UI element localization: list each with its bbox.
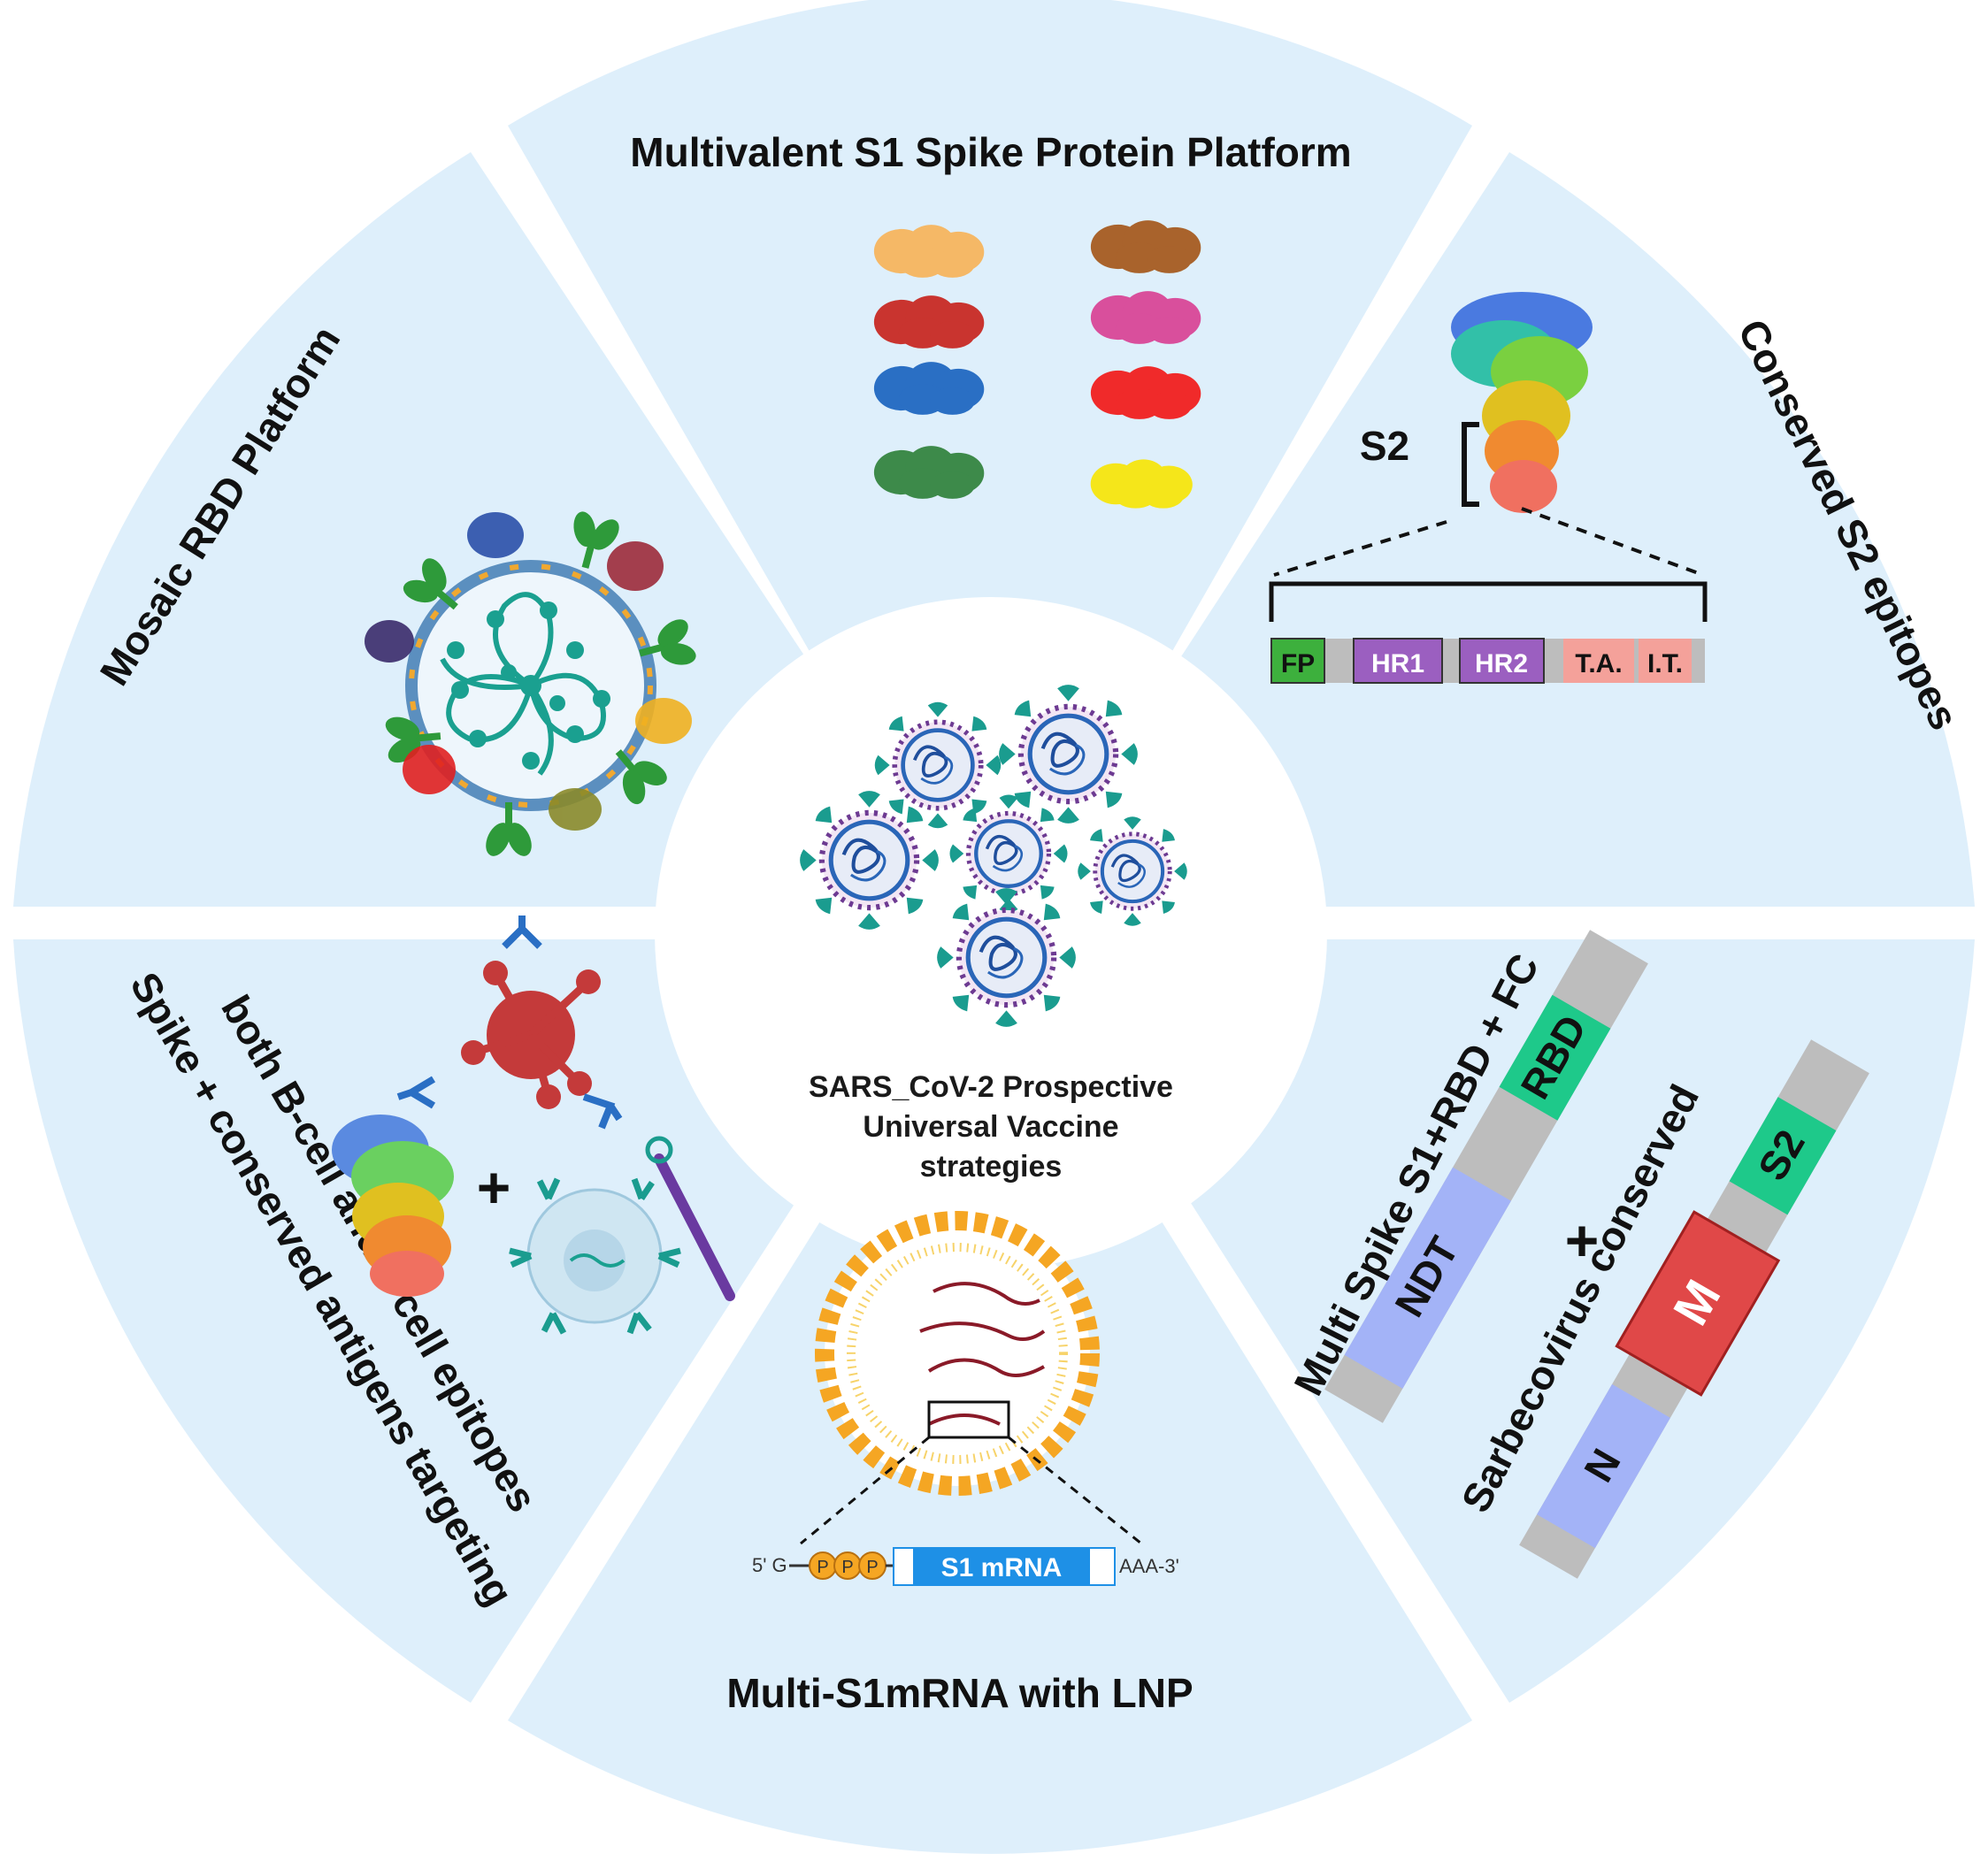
segment-ta: [1563, 639, 1634, 683]
panel-multivalent-s1: Multivalent S1 Spike Protein Platform: [630, 129, 1352, 509]
segment-s2: [1729, 1097, 1837, 1215]
segment-hr2: [1459, 638, 1545, 684]
plus-sign: +: [1565, 1207, 1600, 1273]
zoom-line: [1521, 507, 1704, 577]
zoom-line: [1008, 1436, 1142, 1545]
center-title-line1: SARS_CoV-2 Prospective: [809, 1070, 1173, 1104]
segment-ta-label: T.A.: [1575, 649, 1622, 678]
construct-bar-right: S2 M N: [1519, 1039, 1869, 1579]
spike-trimer-icon: [332, 1115, 454, 1297]
segment-it: [1639, 639, 1692, 683]
title-mrna-lnp: Multi-S1mRNA with LNP: [726, 1670, 1193, 1716]
zoom-box: [927, 1400, 1010, 1439]
center-title-line3: strategies: [920, 1150, 1063, 1184]
phosphate-label: P: [841, 1558, 853, 1577]
domain-bracket: [1269, 581, 1708, 622]
segment-m: [1615, 1210, 1781, 1397]
title-multivalent-s1: Multivalent S1 Spike Protein Platform: [630, 129, 1351, 175]
s2-bracket-label: S2: [1360, 423, 1409, 469]
center-hub: SARS_CoV-2 Prospective Universal Vaccine…: [655, 597, 1327, 1269]
segment-hr1-label: HR1: [1371, 649, 1424, 678]
sector-lnp-mrna: [508, 1203, 1472, 1854]
segment-ndt: [1344, 1167, 1511, 1389]
segment-rbd: [1499, 994, 1611, 1121]
s1-mrna-box: [913, 1548, 1090, 1585]
segment-n: [1537, 1383, 1670, 1549]
sector-bt-cell: [13, 939, 810, 1703]
mrna-5prime: 5' G: [752, 1554, 787, 1576]
mrna-3prime: AAA-3': [1119, 1555, 1179, 1577]
segment-hr2-label: HR2: [1475, 649, 1528, 678]
segment-fp: [1270, 638, 1325, 684]
sector-conserved-s2: [1177, 152, 1975, 907]
phosphate-label: P: [817, 1558, 828, 1577]
phosphate-label: P: [866, 1558, 878, 1577]
nanoparticle-icon: [365, 504, 703, 861]
receptor-icon: [645, 1136, 735, 1301]
segment-fp-label: FP: [1281, 649, 1315, 678]
t-cell-icon: [509, 1177, 681, 1335]
s1-mrna-label: S1 mRNA: [941, 1553, 1063, 1582]
mrna-construct: 5' G P P P S1 mRNA AAA-3': [752, 1547, 1179, 1586]
center-title-line2: Universal Vaccine: [863, 1110, 1118, 1144]
construct-bar-left: RBD NDT: [1324, 930, 1648, 1423]
lnp-icon: [815, 1211, 1100, 1496]
panel-mrna-lnp: Multi-S1mRNA with LNP 5' G P P P S1 mRNA: [726, 1211, 1194, 1716]
zoom-line: [800, 1436, 930, 1545]
antigen-antibody-icon: [396, 916, 623, 1130]
segment-it-label: I.T.: [1647, 649, 1683, 678]
plus-sign: +: [477, 1154, 511, 1220]
spike-trimer-icon: [1451, 292, 1593, 513]
s2-domain-map: FP HR1 HR2 T.A. I.T.: [1270, 638, 1705, 684]
segment-hr1: [1353, 638, 1443, 684]
sector-multivalent-s1: [508, 0, 1472, 690]
s2-bracket: [1462, 422, 1479, 507]
